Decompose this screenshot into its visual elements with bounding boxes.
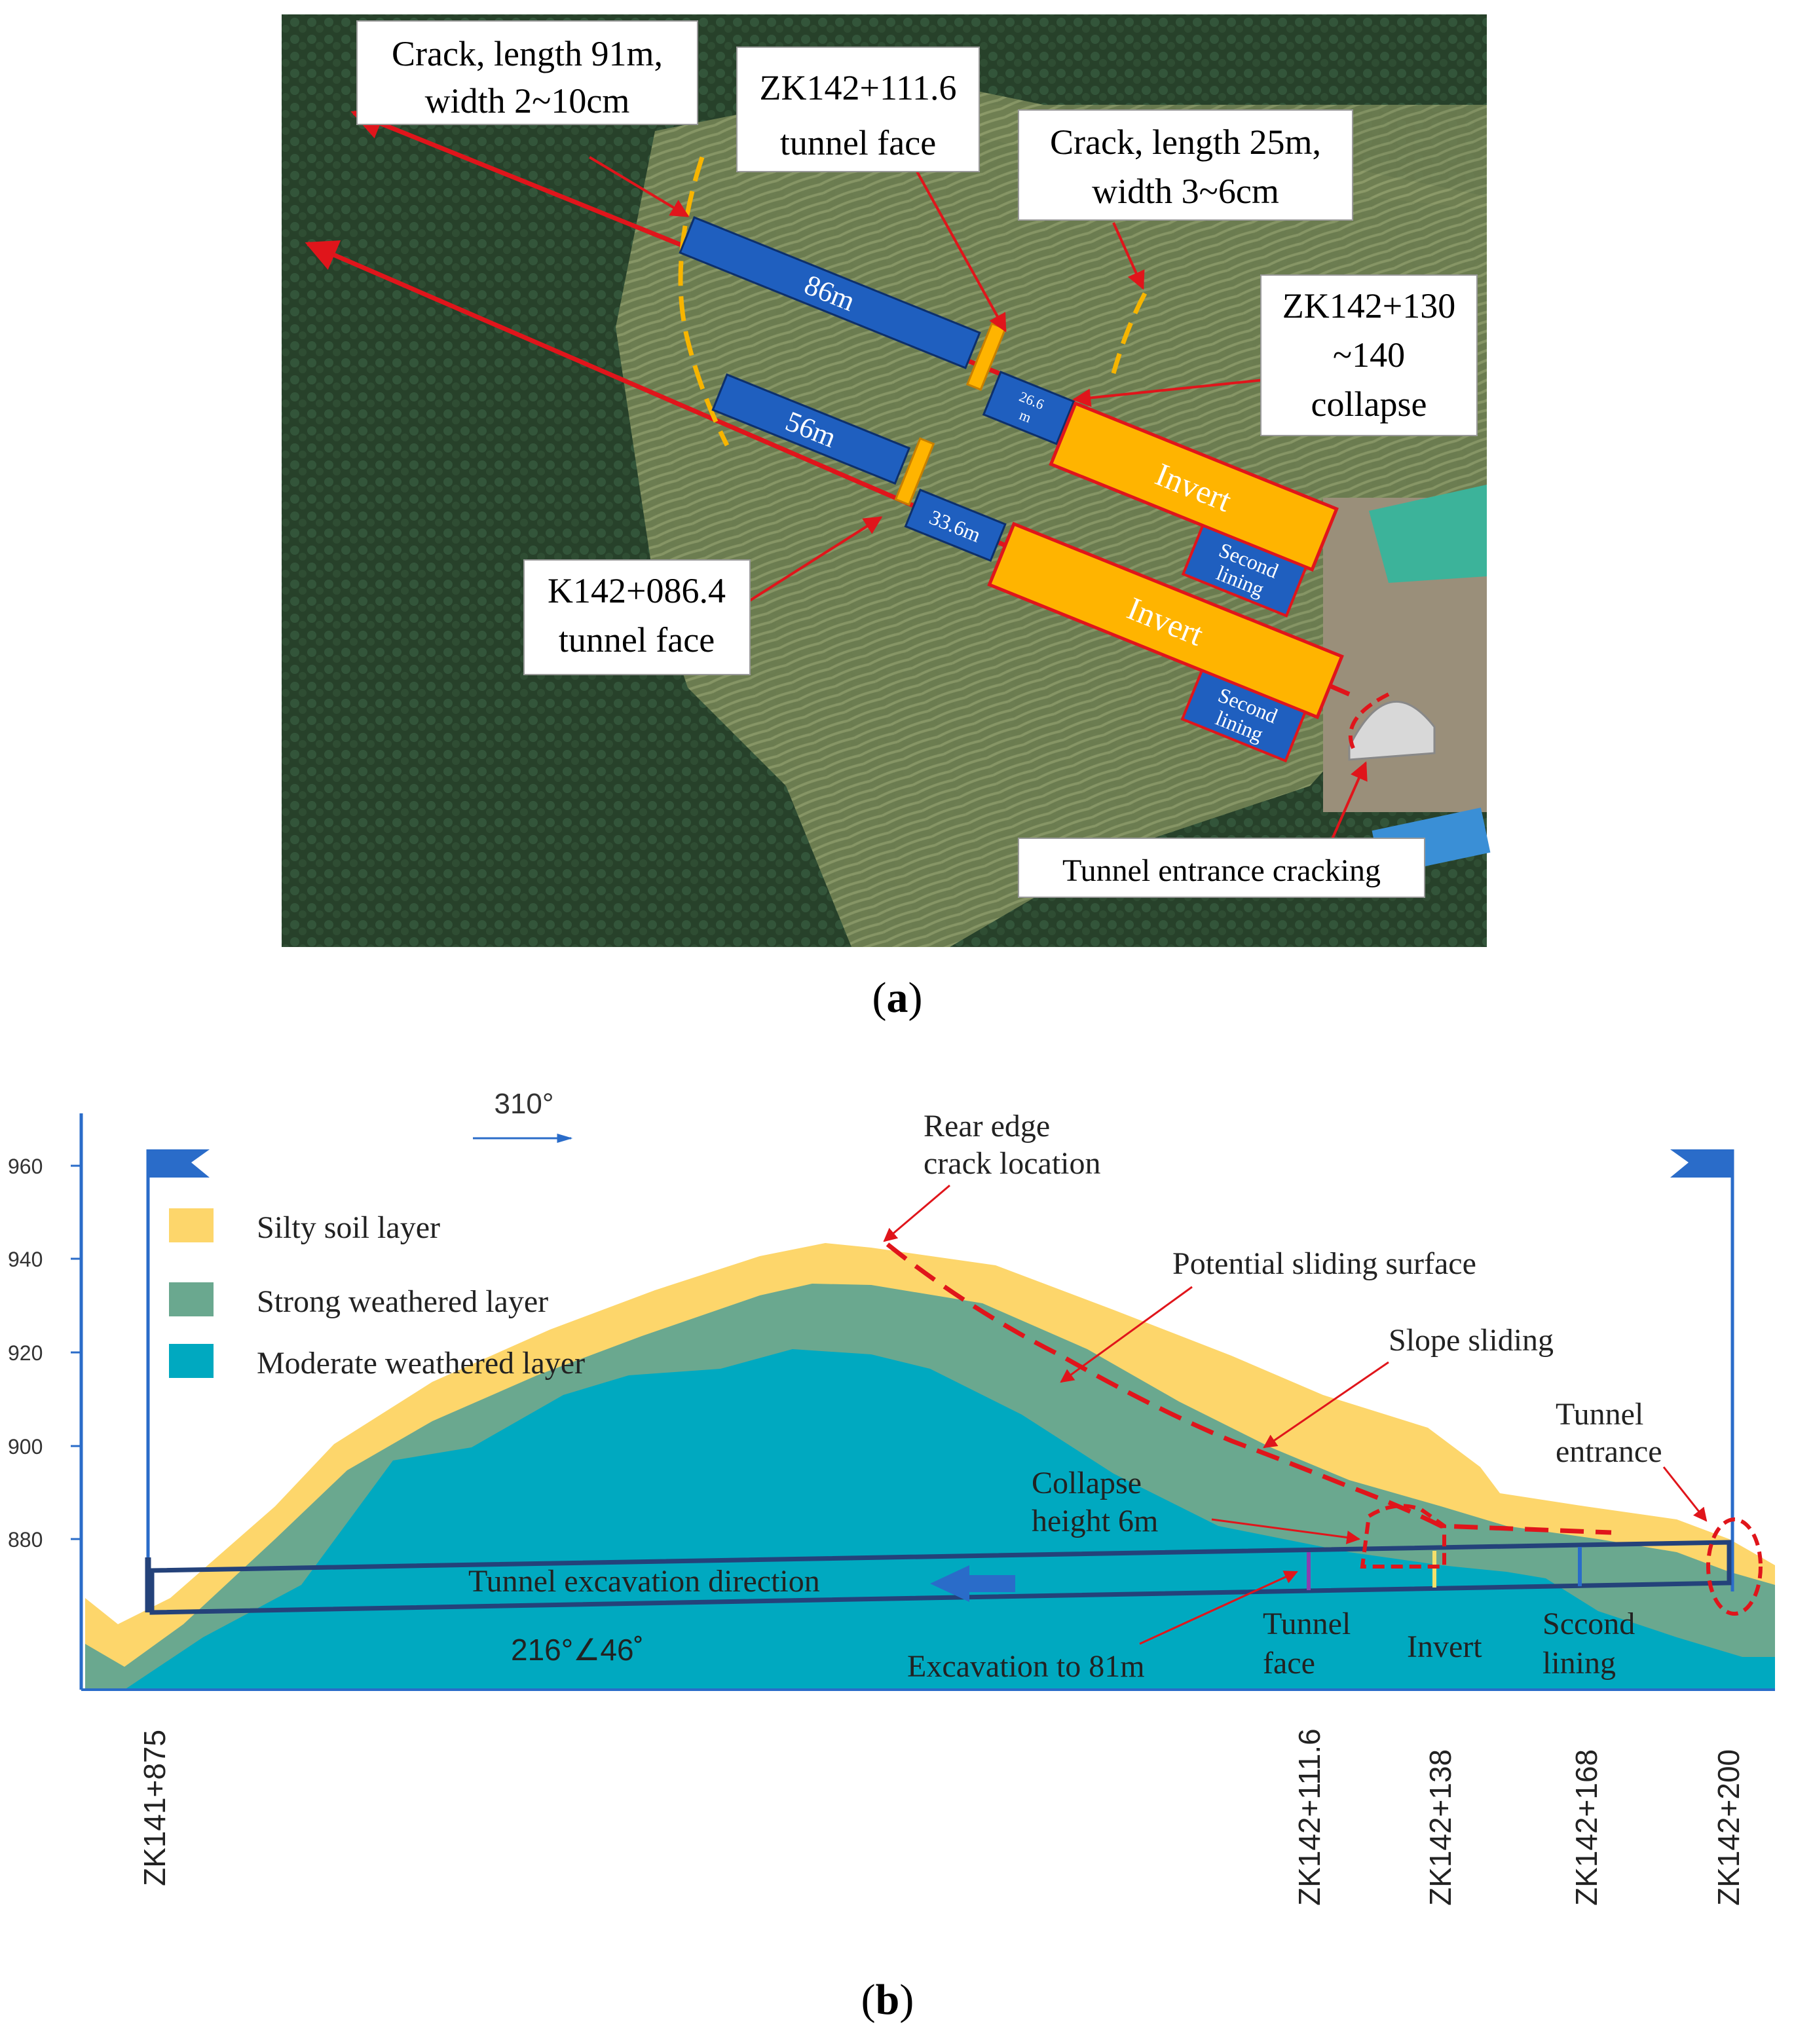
collapse-line2: height 6m [1032,1504,1158,1538]
y-tick-920: 920 [8,1341,43,1365]
callout-crack-91m: Crack, length 91m, width 2~10cm [356,20,698,125]
tunnel-entrance-line2: entrance [1556,1434,1662,1469]
crack-25m-curve [1111,292,1148,374]
rear-edge-line2: crack location [924,1146,1101,1181]
legend-label-silty: Silty soil layer [257,1210,440,1245]
station-zk142-111-6: ZK142+111.6 [1292,1728,1326,1906]
legend-swatch-silty [169,1208,214,1242]
tunnel-face-line1: Tunnel [1263,1607,1351,1641]
station-zk141-875: ZK141+875 [138,1730,172,1886]
lining-line1: Sccond [1542,1607,1635,1641]
callout-face-086-line2: tunnel face [559,620,715,660]
tunnel-portal-arch [1348,701,1436,761]
callout-entrance-cracking: Tunnel entrance cracking [1018,838,1425,898]
collapse-zone-outline [1360,1504,1446,1569]
callout-entrance-cracking-text: Tunnel entrance cracking [1062,853,1381,888]
callout-collapse-line3: collapse [1311,384,1427,424]
lower-excavation-bar [711,373,911,485]
y-ticks: 960 940 920 900 880 [8,1155,81,1552]
lower-second-lining-bar [1180,669,1307,763]
tunnel-face-line2: face [1263,1646,1315,1681]
callout-collapse-line1: ZK142+130 [1282,286,1455,325]
panel-a: 86m 26.6 m Invert Second lining 56m 33.6… [282,14,1491,1022]
potential-sliding-surface [886,1242,1612,1535]
callout-crack-25m-line2: width 3~6cm [1092,172,1279,211]
callout-collapse: ZK142+130 ~140 collapse [1260,274,1478,436]
leader-crack-91m [588,156,690,217]
leader-potential-sliding [1060,1286,1193,1383]
rear-edge-line1: Rear edge [924,1109,1050,1143]
invert-label: Invert [1407,1629,1482,1664]
entrance-crack-dashed [1348,692,1390,754]
leader-entrance-cracking [1328,761,1368,845]
upper-remaining-bar [982,371,1075,445]
upper-tunnel: 86m [679,216,1007,391]
legend-swatch-moderate [169,1344,214,1378]
callout-face-086-line1: K142+086.4 [548,571,726,610]
upper-excavation-bar [679,216,981,369]
entrance-zone-outline [1706,1517,1763,1616]
y-tick-940: 940 [8,1248,43,1271]
upper-remaining: 26.6 m [982,371,1075,445]
tunnel-entrance-line1: Tunnel [1556,1397,1643,1432]
legend-label-strong: Strong weathered layer [257,1284,548,1319]
upper-invert-bar [1049,401,1339,572]
callout-crack-91m-line1: Crack, length 91m, [392,34,663,73]
legend-swatch-strong [169,1282,214,1316]
y-tick-960: 960 [8,1155,43,1178]
leader-rear-edge [883,1184,950,1242]
station-zk142-138: ZK142+138 [1423,1749,1457,1906]
green-slope-protection [1369,485,1487,583]
leader-collapse-height [1211,1518,1361,1544]
lower-remaining-bar [904,489,1007,563]
leader-collapse [1072,379,1265,407]
y-tick-900: 900 [8,1435,43,1459]
lower-invert-bar [987,521,1344,720]
potential-sliding-label: Potential sliding surface [1172,1246,1476,1281]
leader-crack-25m [1112,222,1145,290]
excavation-direction-label: Tunnel excavation direction [468,1564,820,1599]
excavation-to-label: Excavation to 81m [907,1649,1145,1684]
slope-sliding-label: Slope sliding [1389,1323,1554,1358]
upper-invert-group: Invert Second lining [1049,401,1339,618]
lining-line2: lining [1542,1646,1616,1681]
callout-crack-25m-line1: Crack, length 25m, [1050,122,1321,162]
panel-b: 960 940 920 900 880 310° [8,1088,1775,2024]
callout-face-111: ZK142+111.6 tunnel face [736,46,980,172]
left-flag [146,1149,210,1611]
lower-remaining: 33.6m [904,489,1007,563]
leader-tunnel-entrance [1662,1466,1708,1522]
excavation-direction-arrow [930,1565,1015,1602]
callout-face-111-line2: tunnel face [780,123,936,162]
panel-a-caption: (a) [872,974,923,1022]
forest-bottom-left [282,458,851,947]
legend: Silty soil layer Strong weathered layer … [169,1208,585,1381]
leader-slope-sliding [1263,1361,1389,1449]
panel-b-caption: (b) [861,1976,914,2024]
callout-face-086: K142+086.4 tunnel face [523,559,751,675]
station-zk142-200: ZK142+200 [1711,1749,1746,1906]
section-baseline [81,1688,1775,1691]
leader-excavation-to [1139,1570,1298,1645]
leader-face-086 [745,516,883,604]
tunnel-outline [149,1540,1732,1615]
callout-crack-91m-line2: width 2~10cm [425,81,630,121]
upper-second-lining-bar [1181,523,1308,618]
station-zk142-168: ZK142+168 [1569,1749,1603,1906]
y-tick-880: 880 [8,1528,43,1552]
leader-face-111 [916,171,1007,333]
callout-crack-25m: Crack, length 25m, width 3~6cm [1018,109,1353,221]
collapse-line1: Collapse [1032,1466,1142,1500]
direction-indicator: 310° [473,1088,573,1143]
direction-label: 310° [494,1088,553,1120]
lower-tunnel: 56m [711,373,935,506]
legend-label-moderate: Moderate weathered layer [257,1346,585,1381]
dip-label: 216°∠46˚ [511,1633,644,1667]
callout-collapse-line2: ~140 [1333,335,1405,375]
callout-face-111-line1: ZK142+111.6 [760,68,957,107]
lower-tunnel-face-marker [894,437,935,506]
